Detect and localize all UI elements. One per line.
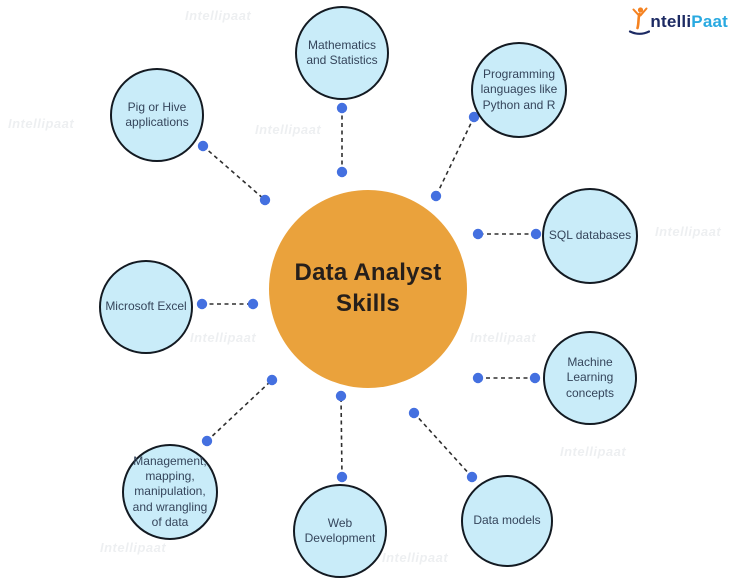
logo-text-light: Paat bbox=[691, 12, 728, 31]
connector-dot bbox=[336, 166, 348, 178]
connector-dot bbox=[259, 194, 271, 206]
connector-dot bbox=[247, 298, 259, 310]
connector-line bbox=[413, 412, 473, 478]
connector-line bbox=[206, 379, 273, 442]
connector-dot bbox=[201, 435, 213, 447]
skill-node-microsoft-excel: Microsoft Excel bbox=[99, 260, 193, 354]
connector-line bbox=[340, 395, 343, 478]
connector-dot bbox=[197, 140, 209, 152]
intellipaat-logo-text: ntelliPaat bbox=[650, 13, 728, 36]
connector-dot bbox=[468, 111, 480, 123]
intellipaat-logo: ntelliPaat bbox=[628, 6, 728, 36]
center-title-line2: Skills bbox=[336, 290, 400, 317]
skill-label: Data models bbox=[473, 513, 541, 528]
logo-text-dark: ntelli bbox=[650, 12, 692, 31]
skill-node-management-wrangling: Management, mapping, manipulation, and w… bbox=[122, 444, 218, 540]
connector-line bbox=[202, 145, 266, 201]
connector-dot bbox=[529, 372, 541, 384]
intellipaat-person-icon bbox=[629, 7, 651, 35]
skill-node-data-models: Data models bbox=[461, 475, 553, 567]
connector-dot bbox=[335, 390, 347, 402]
center-hub: Data Analyst Skills bbox=[269, 190, 467, 388]
skill-label: Programming languages like Python and R bbox=[480, 67, 558, 112]
skill-label: SQL databases bbox=[548, 228, 632, 243]
skill-node-machine-learning: Machine Learning concepts bbox=[543, 331, 637, 425]
center-title-line1: Data Analyst bbox=[294, 259, 442, 287]
center-title: Data Analyst Skills bbox=[295, 258, 442, 319]
skill-label: Pig or Hive applications bbox=[125, 99, 189, 129]
skill-node-programming-languages: Programming languages like Python and R bbox=[471, 42, 567, 138]
skill-label: Machine Learning concepts bbox=[565, 355, 615, 400]
connector-dot bbox=[408, 407, 420, 419]
connector-dot bbox=[336, 471, 348, 483]
connector-dot bbox=[266, 374, 278, 386]
skill-label: Web Development bbox=[304, 515, 376, 545]
connector-dot bbox=[430, 190, 442, 202]
skill-label: Mathematics and Statistics bbox=[306, 37, 378, 67]
connector-dot bbox=[336, 102, 348, 114]
connector-line bbox=[435, 116, 475, 197]
connector-dot bbox=[466, 471, 478, 483]
skill-node-sql-databases: SQL databases bbox=[542, 188, 638, 284]
connector-dot bbox=[530, 228, 542, 240]
connector-dot bbox=[196, 298, 208, 310]
skill-label: Microsoft Excel bbox=[105, 299, 187, 314]
skill-node-web-development: Web Development bbox=[293, 484, 387, 578]
skill-node-mathematics-statistics: Mathematics and Statistics bbox=[295, 6, 389, 100]
skill-label: Management, mapping, manipulation, and w… bbox=[132, 454, 208, 529]
skill-node-pig-hive: Pig or Hive applications bbox=[110, 68, 204, 162]
connector-dot bbox=[472, 372, 484, 384]
connector-dot bbox=[472, 228, 484, 240]
